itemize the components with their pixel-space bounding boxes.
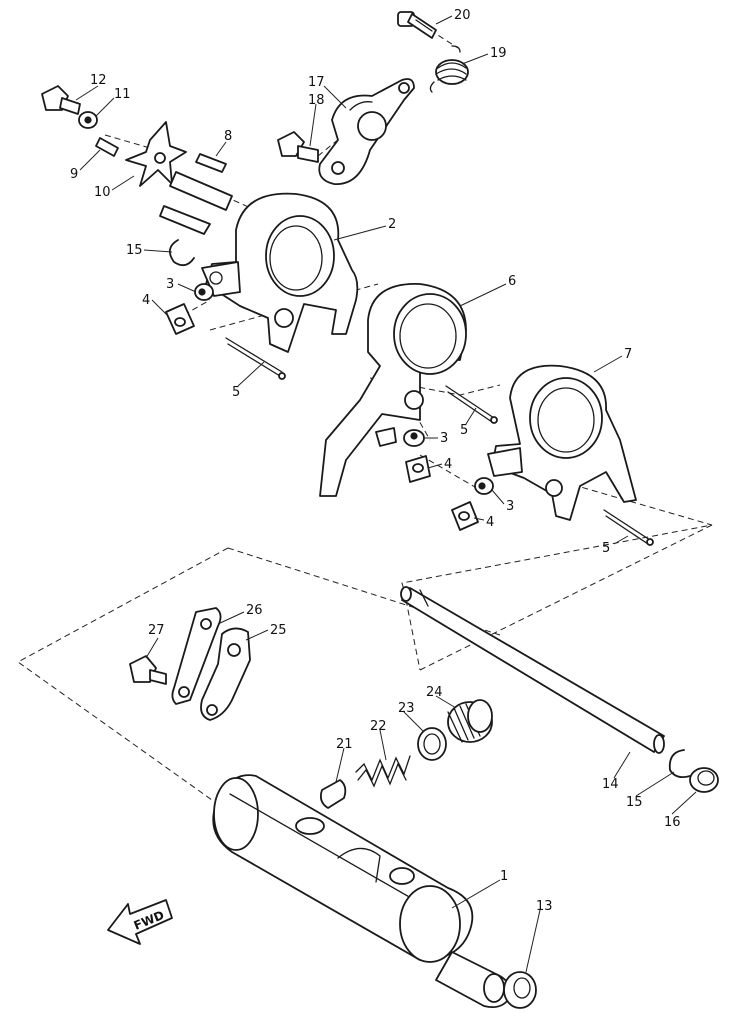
- clip-19: [451, 45, 461, 53]
- plate-25: [200, 627, 251, 721]
- pin-4-lower: [451, 501, 479, 531]
- shift-drum-1: [212, 774, 511, 1009]
- washer-11: [78, 111, 98, 129]
- star-plate-10: [125, 121, 187, 187]
- bearing-13: [503, 971, 537, 1009]
- callout-13: 13: [536, 899, 553, 914]
- callout-2: 2: [388, 217, 396, 232]
- callout-4-mid: 4: [444, 457, 452, 472]
- callout-3-upper: 3: [166, 277, 174, 292]
- pin-4-upper: [165, 303, 195, 335]
- shift-arm-17: [318, 78, 415, 185]
- roller-3-upper: [194, 283, 214, 301]
- cotter-pin-5-lower: [603, 509, 654, 546]
- callout-10: 10: [94, 185, 111, 200]
- callout-15-upper: 15: [126, 243, 143, 258]
- callout-16: 16: [664, 815, 681, 830]
- shift-fork-7: [487, 364, 637, 521]
- callout-17: 17: [308, 75, 325, 90]
- callout-18: 18: [308, 93, 325, 108]
- roller-3-lower: [474, 477, 494, 495]
- clip-15-upper: [168, 239, 195, 267]
- cap-16: [689, 767, 719, 793]
- callout-6: 6: [508, 274, 516, 289]
- forward-arrow-icon: FWD: [107, 899, 173, 945]
- callout-23: 23: [398, 701, 415, 716]
- callout-labels: 20 19 17 18 12 11 8 9 10 2 15 3 4 6 5 7 …: [70, 8, 681, 914]
- callout-15-lower: 15: [626, 795, 643, 810]
- callout-4-lower: 4: [486, 515, 494, 530]
- plate-26: [171, 607, 222, 705]
- roller-3-mid: [403, 429, 425, 447]
- callout-19: 19: [490, 46, 507, 61]
- callout-24: 24: [426, 685, 443, 700]
- callout-11: 11: [114, 87, 131, 102]
- bolt-12: [41, 85, 81, 115]
- callout-leaders: [75, 15, 697, 973]
- bolt-27: [129, 655, 167, 685]
- callout-12: 12: [90, 73, 107, 88]
- callout-20: 20: [454, 8, 471, 23]
- callout-4-upper: 4: [142, 293, 150, 308]
- guide-bar-14: [400, 586, 665, 754]
- spring-19: [429, 59, 469, 93]
- callout-26: 26: [246, 603, 263, 618]
- ball-21: [319, 779, 347, 809]
- bolt-18: [277, 131, 319, 163]
- callout-9: 9: [70, 167, 78, 182]
- callout-7: 7: [624, 347, 632, 362]
- callout-22: 22: [370, 719, 387, 734]
- callout-8: 8: [224, 129, 232, 144]
- callout-5-lower: 5: [602, 541, 610, 556]
- callout-3-lower: 3: [506, 499, 514, 514]
- callout-1: 1: [500, 869, 508, 884]
- cotter-pin-5-mid: [445, 385, 498, 424]
- pin-4-mid: [405, 455, 431, 483]
- pins-8: [159, 153, 233, 235]
- callout-5-upper: 5: [232, 385, 240, 400]
- spring-22: [355, 755, 411, 788]
- shift-fork-6: [319, 283, 467, 497]
- callout-27: 27: [148, 623, 165, 638]
- bolt-20: [397, 11, 437, 39]
- washer-23: [417, 727, 447, 761]
- plug-24: [447, 699, 493, 743]
- callout-14: 14: [602, 777, 619, 792]
- callout-21: 21: [336, 737, 353, 752]
- callout-25: 25: [270, 623, 287, 638]
- callout-5-mid: 5: [460, 423, 468, 438]
- pin-9: [95, 137, 119, 157]
- clip-15-lower: [668, 749, 691, 779]
- shift-fork-2: [201, 192, 359, 353]
- cotter-pin-5-upper: [225, 337, 286, 380]
- callout-3-mid: 3: [440, 431, 448, 446]
